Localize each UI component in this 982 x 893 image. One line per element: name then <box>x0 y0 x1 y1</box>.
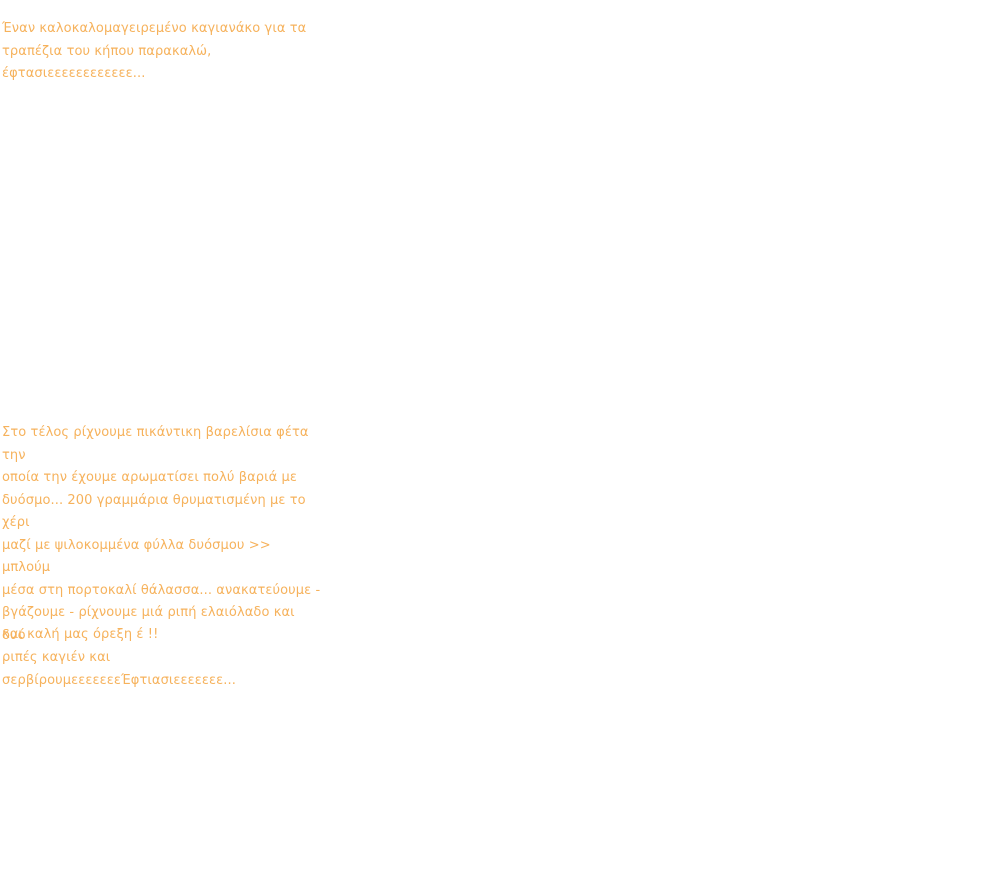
recipe-line: βγάζουμε - ρίχνουμε μιά ριπή ελαιόλαδο κ… <box>2 605 295 643</box>
recipe-paragraph: Στο τέλος ρίχνουμε πικάντικη βαρελίσια φ… <box>2 422 322 692</box>
intro-line: τραπέζια του κήπου παρακαλώ, <box>2 43 212 59</box>
intro-line: έφτασιεεεεεεεεεεεε... <box>2 66 146 81</box>
recipe-line: Στο τέλος ρίχνουμε πικάντικη βαρελίσια φ… <box>2 425 309 463</box>
recipe-line: σερβίρουμεεεεεεεΈφτιασιεεεεεεε... <box>2 672 236 688</box>
recipe-line: δυόσμο... 200 γραμμάρια θρυματισμένη με … <box>2 492 306 531</box>
recipe-line: οποία την έχουμε αρωματίσει πολύ βαριά μ… <box>2 470 298 485</box>
recipe-line: μέσα στη πορτοκαλί θάλασσα... ανακατεύου… <box>2 582 321 598</box>
recipe-line: μαζί με ψιλοκομμένα φύλλα δυόσμου >> μπλ… <box>2 537 271 576</box>
intro-paragraph: Έναν καλοκαλομαγειρεμένο καγιανάκο για τ… <box>2 18 322 86</box>
closing-line: και καλή μας όρεξη έ !! <box>2 627 159 642</box>
recipe-line: ριπές καγιέν και <box>2 650 111 665</box>
intro-line: Έναν καλοκαλομαγειρεμένο καγιανάκο για τ… <box>2 21 307 36</box>
